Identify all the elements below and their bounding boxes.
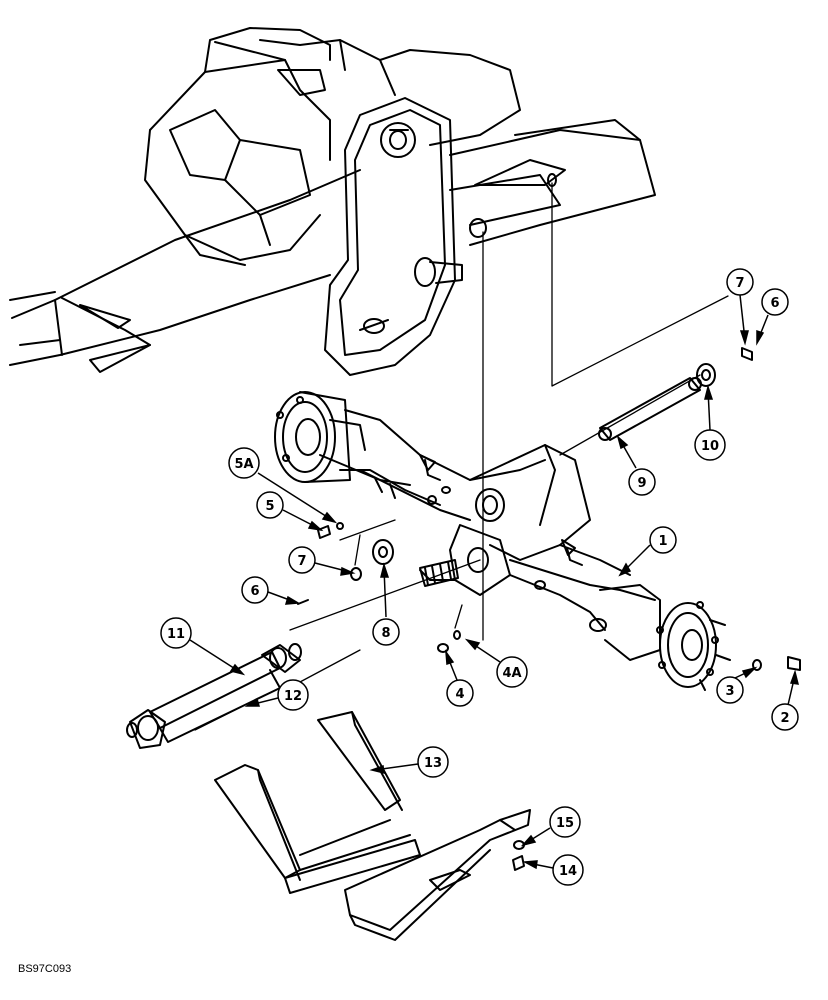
callout-6-left: 6: [241, 576, 301, 605]
bolt-14: [512, 855, 525, 871]
callout-14: 14: [522, 854, 584, 886]
callout-5a: 5A: [228, 447, 338, 524]
callout-label: 14: [559, 864, 577, 879]
drive-shaft: [126, 643, 302, 749]
callout-label: 5A: [234, 457, 253, 472]
callout-7-left: 7: [288, 546, 356, 576]
callout-10: 10: [694, 384, 726, 461]
callout-5: 5: [256, 491, 324, 532]
hub-washer-3: [752, 659, 762, 671]
callout-label: 7: [735, 276, 744, 291]
callout-4a: 4A: [464, 638, 528, 688]
loader-frame: [9, 27, 656, 376]
callout-6-right: 6: [756, 288, 789, 346]
callout-label: 4: [455, 687, 464, 702]
thrust-washer-right: [696, 363, 716, 387]
callout-label: 6: [770, 296, 779, 311]
callout-label: 4A: [502, 666, 521, 681]
callout-label: 9: [637, 476, 646, 491]
grease-fitting-5: [317, 522, 344, 539]
callout-13: 13: [369, 746, 449, 778]
callout-15: 15: [520, 806, 581, 847]
callout-3: 3: [716, 666, 758, 704]
callout-12: 12: [244, 679, 309, 711]
callout-label: 12: [284, 689, 302, 704]
callout-label: 6: [250, 584, 259, 599]
pivot-pin: [598, 377, 702, 441]
callout-label: 15: [556, 816, 574, 831]
grease-fitting-4: [437, 630, 461, 653]
callout-label: 5: [265, 499, 274, 514]
callout-label: 2: [780, 711, 789, 726]
callout-label: 8: [381, 626, 390, 641]
callout-label: 1: [658, 534, 667, 549]
callout-label: 3: [725, 684, 734, 699]
callout-7-right: 7: [726, 268, 754, 346]
callout-9: 9: [616, 434, 656, 496]
callout-11: 11: [160, 617, 246, 676]
callout-1: 1: [618, 526, 677, 577]
callout-label: 11: [167, 627, 185, 642]
callout-8: 8: [372, 562, 400, 646]
callout-label: 10: [701, 439, 719, 454]
snap-ring-right: [741, 347, 753, 361]
callout-label: 7: [297, 554, 306, 569]
callout-4: 4: [445, 649, 474, 707]
front-axle-assembly: [274, 391, 731, 691]
snap-ring-left: [350, 567, 362, 581]
figure-reference-code: BS97C093: [18, 963, 71, 975]
thrust-washer-left: [372, 539, 394, 565]
skid-guard: [214, 711, 531, 941]
hub-nut-2: [787, 656, 801, 671]
callout-2: 2: [771, 669, 799, 731]
callout-label: 13: [424, 756, 442, 771]
